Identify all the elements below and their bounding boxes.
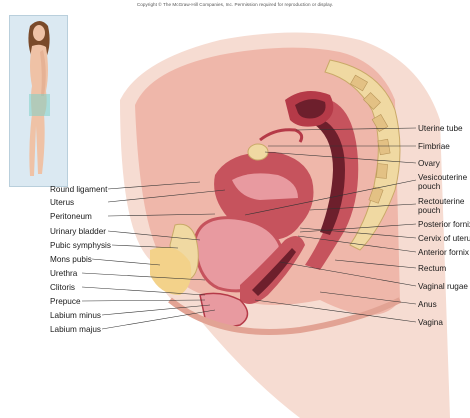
leader-rectum	[335, 260, 416, 268]
leader-vesicouterine-pouch	[245, 180, 416, 215]
label-rectum: Rectum	[418, 264, 446, 273]
label-peritoneum: Peritoneum	[50, 212, 92, 221]
label-vesicouterine-line1: Vesicouterine	[418, 173, 467, 182]
label-anterior-fornix: Anterior fornix	[418, 248, 469, 257]
label-prepuce: Prepuce	[50, 297, 81, 306]
leader-cervix-of-uterus	[300, 228, 416, 238]
label-vesicouterine-pouch: Vesicouterine pouch	[418, 173, 467, 191]
label-labium-majus: Labium majus	[50, 325, 101, 334]
label-mons-pubis: Mons pubis	[50, 255, 92, 264]
leader-clitoris	[82, 287, 205, 295]
label-round-ligament: Round ligament	[50, 185, 107, 194]
label-posterior-fornix: Posterior fornix	[418, 220, 470, 229]
leader-anterior-fornix	[298, 236, 416, 252]
leader-rectouterine-pouch	[310, 204, 416, 210]
leader-prepuce	[82, 300, 205, 301]
label-vaginal-rugae: Vaginal rugae	[418, 282, 468, 291]
leader-posterior-fornix	[300, 224, 416, 232]
leader-vagina	[255, 300, 416, 322]
leader-labium-majus	[102, 310, 215, 329]
label-vesicouterine-line2: pouch	[418, 182, 467, 191]
label-rectouterine-pouch: Rectouterine pouch	[418, 197, 464, 215]
leader-round-ligament	[108, 182, 200, 189]
label-clitoris: Clitoris	[50, 283, 75, 292]
leader-uterine-tube	[296, 128, 416, 130]
label-labium-minus: Labium minus	[50, 311, 101, 320]
leader-uterus	[108, 190, 225, 202]
label-anus: Anus	[418, 300, 437, 309]
label-rectouterine-line1: Rectouterine	[418, 197, 464, 206]
label-uterine-tube: Uterine tube	[418, 124, 463, 133]
leader-urethra	[82, 273, 205, 280]
label-urethra: Urethra	[50, 269, 77, 278]
leader-ovary	[265, 152, 416, 163]
leader-peritoneum	[108, 214, 215, 216]
label-urinary-bladder: Urinary bladder	[50, 227, 106, 236]
label-fimbriae: Fimbriae	[418, 142, 450, 151]
label-rectouterine-line2: pouch	[418, 206, 464, 215]
leader-vaginal-rugae	[280, 262, 416, 286]
label-cervix-of-uterus: Cervix of uterus	[418, 234, 470, 243]
label-uterus: Uterus	[50, 198, 74, 207]
leader-pubic-symphysis	[112, 245, 178, 248]
leader-anus	[320, 292, 416, 304]
leader-mons-pubis	[92, 259, 160, 265]
label-vagina: Vagina	[418, 318, 443, 327]
label-ovary: Ovary	[418, 159, 440, 168]
label-pubic-symphysis: Pubic symphysis	[50, 241, 111, 250]
leader-urinary-bladder	[108, 231, 200, 240]
